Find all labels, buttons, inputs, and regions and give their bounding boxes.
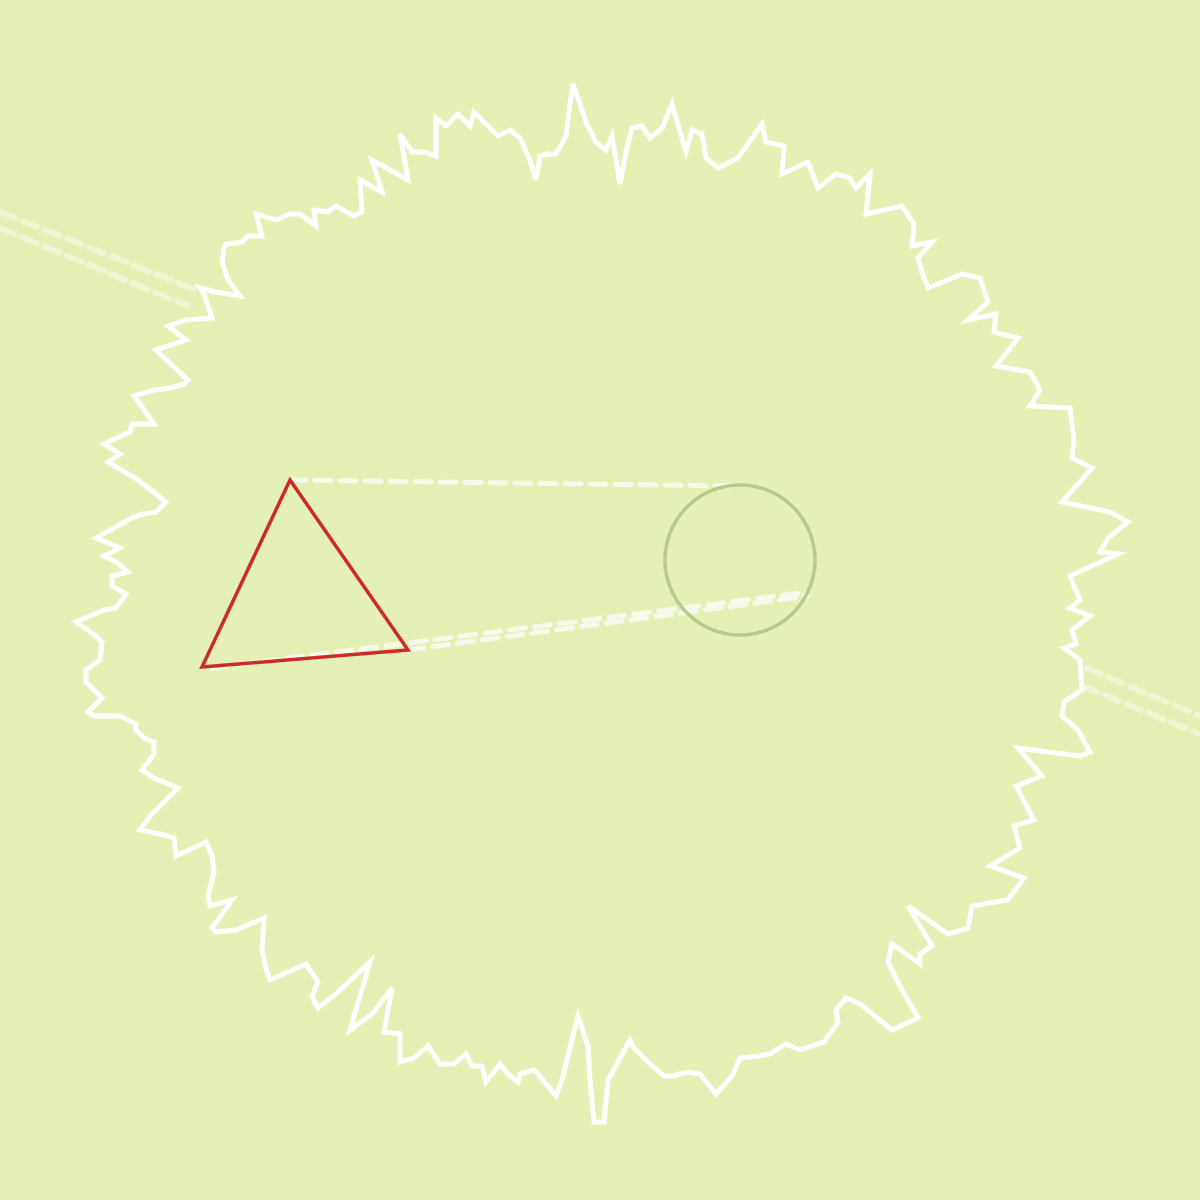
guide-line-top [287, 477, 739, 489]
offscreen-dashed-line-left [0, 209, 199, 309]
spiky-star-outline [70, 83, 1133, 1125]
offscreen-dash-right-a [1083, 665, 1200, 719]
guide-line-lower-a [209, 589, 811, 671]
offscreen-dashed-line-right [1079, 665, 1200, 737]
offscreen-dash-left-b [0, 225, 191, 309]
triangle [199, 476, 412, 669]
circle [663, 483, 817, 637]
offscreen-dash-left-a [0, 209, 199, 293]
offscreen-dash-right-b [1079, 683, 1200, 737]
guide-lines [209, 477, 811, 671]
guide-line-lower-b [405, 593, 811, 653]
